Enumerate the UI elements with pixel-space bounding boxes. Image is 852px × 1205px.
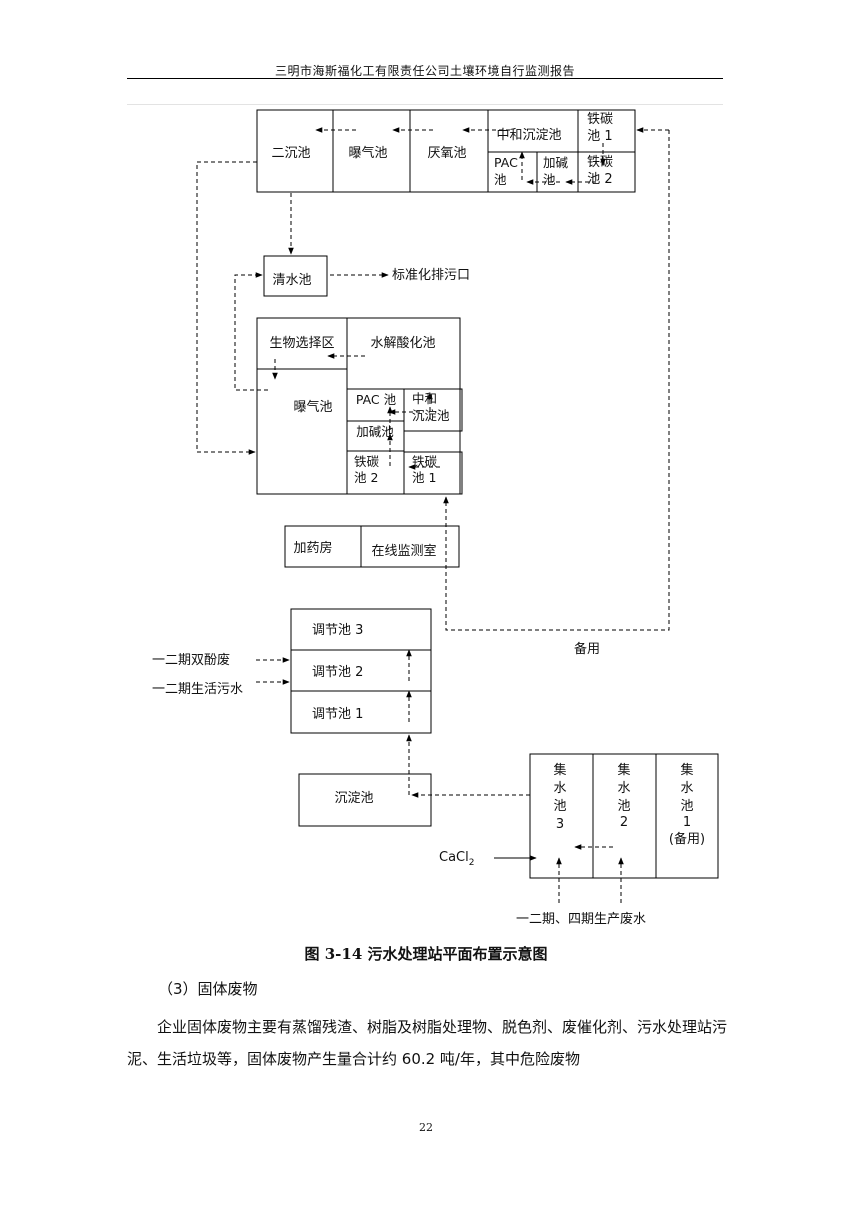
label-jiajian-mid: 加碱池 [356,424,394,439]
label-jishui2-3: 2 [620,815,628,830]
label-tietan1-mid-a: 铁碳 [412,454,438,469]
figure-caption: 图 3-14 污水处理站平面布置示意图 [304,945,548,963]
label-tietan1-mid-b: 池 1 [412,470,436,485]
label-jishui3-2: 池 [553,799,566,814]
label-jishui1-2: 池 [680,799,693,814]
dosing-online-box [284,525,460,568]
header-rule [127,78,723,79]
collection-tanks [529,753,719,879]
label-chendianchi: 沉淀池 [334,791,373,806]
label-puqichi-mid: 曝气池 [293,399,332,415]
label-cacl2: CaCl2 [439,850,474,868]
label-jishui3-3: 3 [556,817,564,832]
label-jiajian-a: 加碱 [543,155,569,170]
label-jishui3-1: 水 [553,781,566,796]
label-jishui2-1: 水 [617,781,630,796]
label-erchenchi: 二沉池 [271,146,310,161]
label-tietan1-a: 铁碳 [587,112,613,127]
label-jishui1-4: (备用) [669,831,705,847]
label-tietan2-a: 铁碳 [587,155,613,170]
label-puqichi-top: 曝气池 [348,145,387,161]
wastewater-station-layout-diagram: 二沉池 曝气池 厌氧池 中和沉淀池 铁碳 池 1 PAC 池 加碱 池 铁碳 池… [152,109,719,927]
label-pac-mid: PAC 池 [356,392,397,407]
label-tietan2-b: 池 2 [587,172,612,187]
body-paragraph: 企业固体废物主要有蒸馏残渣、树脂及树脂处理物、脱色剂、废催化剂、污水处理站污泥、… [127,1018,728,1068]
label-jiajian-b: 池 [543,172,556,187]
label-tietan1-b: 池 1 [587,129,612,144]
regulation-tanks [290,608,432,734]
page-header-title: 三明市海斯福化工有限责任公司土壤环境自行监测报告 [274,64,575,78]
label-tiaojie3: 调节池 3 [312,623,363,638]
label-tietan2-mid-a: 铁碳 [354,454,380,469]
page-number: 22 [419,1121,433,1134]
label-pac-b: 池 [494,172,507,187]
label-shenghuo: 一二期生活污水 [152,682,243,697]
label-cacl2-main: CaCl [439,850,469,865]
label-tiaojie1: 调节池 1 [312,707,363,722]
label-shengwu: 生物选择区 [269,336,334,351]
faint-rule [127,104,723,105]
label-jishui1-3: 1 [683,815,691,830]
top-tank-row [256,109,636,193]
label-jishui2-2: 池 [617,799,630,814]
label-zaixian: 在线监测室 [371,543,436,559]
label-zhonghe-chendianchi: 中和沉淀池 [496,128,561,143]
label-biaozhunhua: 标准化排污口 [392,268,470,283]
label-zhonghe-mid-b: 沉淀池 [412,408,450,423]
label-jishui2-0: 集 [617,762,630,778]
label-shuijie: 水解酸化池 [370,336,435,351]
clear-water-box [263,255,328,297]
label-cacl2-sub: 2 [469,858,475,868]
label-tietan2-mid-b: 池 2 [354,470,378,485]
label-jishui3-0: 集 [553,762,566,778]
label-tiaojie2: 调节池 2 [312,665,363,680]
label-yanyangchi: 厌氧池 [427,146,466,161]
label-jishui1-0: 集 [680,762,693,778]
label-pac-a: PAC [494,155,518,170]
label-shuangfen: 一二期双酚废 [152,652,230,668]
section-heading: （3）固体废物 [158,980,258,998]
label-qingshuichi: 清水池 [272,273,311,288]
label-zhonghe-mid-a: 中和 [412,391,437,406]
label-jishui1-1: 水 [680,781,693,796]
label-jiayaofang: 加药房 [293,540,332,556]
label-shengchan: 一二期、四期生产废水 [516,911,646,927]
sedimentation-box [298,773,432,827]
label-beiyong: 备用 [574,641,600,657]
